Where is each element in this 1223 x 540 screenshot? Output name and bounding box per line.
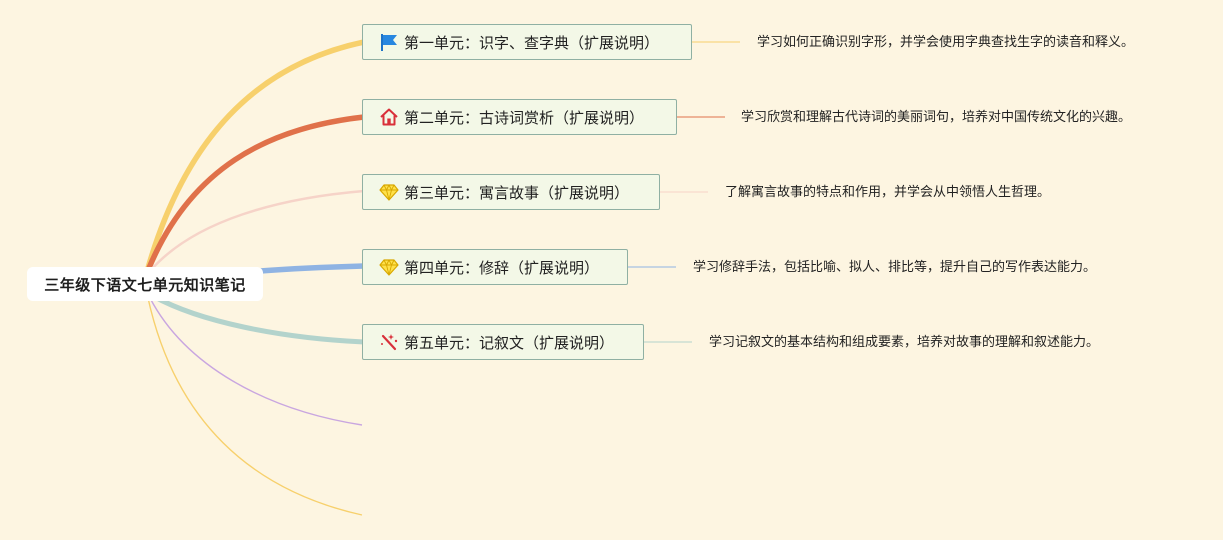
topic-description-5: 学习记叙文的基本结构和组成要素，培养对故事的理解和叙述能力。 xyxy=(709,335,1100,350)
branch-connector-2 xyxy=(146,114,367,271)
topic-unit-4[interactable]: 第四单元：修辞（扩展说明） xyxy=(362,249,628,285)
topic-description-2: 学习欣赏和理解古代诗词的美丽词句，培养对中国传统文化的兴趣。 xyxy=(741,110,1132,125)
topic-label: 第二单元：古诗词赏析（扩展说明） xyxy=(404,108,645,127)
topic-label: 第一单元：识字、查字典（扩展说明） xyxy=(404,33,660,52)
root-topic[interactable]: 三年级下语文七单元知识笔记 xyxy=(27,267,263,301)
diamond-icon xyxy=(379,257,399,277)
flag-icon xyxy=(379,32,399,52)
topic-description-4: 学习修辞手法，包括比喻、拟人、排比等，提升自己的写作表达能力。 xyxy=(693,260,1097,275)
topic-unit-5[interactable]: 第五单元：记叙文（扩展说明） xyxy=(362,324,644,360)
branch-connector-empty-2 xyxy=(147,297,363,516)
topic-unit-3[interactable]: 第三单元：寓言故事（扩展说明） xyxy=(362,174,660,210)
topic-label: 第五单元：记叙文（扩展说明） xyxy=(404,333,615,352)
topic-label: 第四单元：修辞（扩展说明） xyxy=(404,258,600,277)
branch-connector-1 xyxy=(145,39,367,271)
house-icon xyxy=(379,107,399,127)
branch-connector-3 xyxy=(149,189,366,272)
branch-connector-4 xyxy=(257,263,367,274)
diamond-icon xyxy=(379,182,399,202)
topic-unit-2[interactable]: 第二单元：古诗词赏析（扩展说明） xyxy=(362,99,677,135)
topic-description-3: 了解寓言故事的特点和作用，并学会从中领悟人生哲理。 xyxy=(725,185,1051,200)
magic-wand-icon xyxy=(379,332,399,352)
topic-unit-1[interactable]: 第一单元：识字、查字典（扩展说明） xyxy=(362,24,692,60)
topic-label: 第三单元：寓言故事（扩展说明） xyxy=(404,183,630,202)
topic-description-1: 学习如何正确识别字形，并学会使用字典查找生字的读音和释义。 xyxy=(757,35,1135,50)
branch-connector-5 xyxy=(150,293,367,345)
branch-connector-empty-1 xyxy=(149,297,363,426)
